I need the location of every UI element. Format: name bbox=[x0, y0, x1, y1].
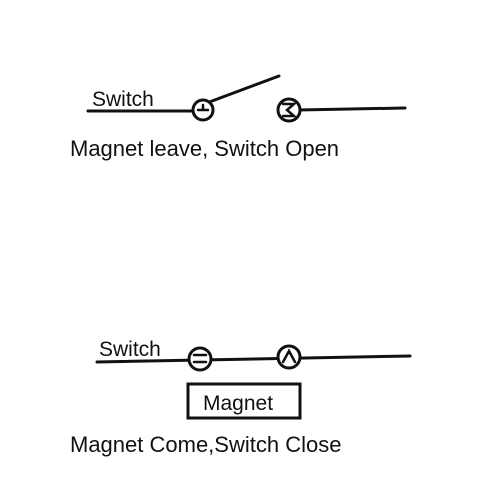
closed-left-terminal bbox=[187, 346, 213, 372]
magnet-box bbox=[186, 382, 302, 420]
closed-switch-label: Switch bbox=[99, 338, 161, 361]
open-caption: Magnet leave, Switch Open bbox=[70, 136, 339, 161]
closed-caption: Magnet Come,Switch Close bbox=[70, 432, 341, 457]
open-switch-diagram: Switch Magnet leave, Switch Open bbox=[70, 74, 407, 161]
magnet-block: Magnet bbox=[186, 382, 302, 420]
open-switch-blade bbox=[202, 74, 281, 106]
closed-wire bbox=[95, 354, 412, 364]
open-left-terminal bbox=[191, 98, 215, 122]
open-right-wire bbox=[296, 106, 407, 112]
open-switch-label: Switch bbox=[92, 88, 154, 111]
open-right-terminal bbox=[276, 97, 302, 123]
closed-switch-diagram: Switch Magnet Magnet Come,Switch Close bbox=[70, 338, 412, 457]
magnet-label: Magnet bbox=[203, 392, 273, 415]
closed-right-terminal bbox=[276, 344, 302, 370]
